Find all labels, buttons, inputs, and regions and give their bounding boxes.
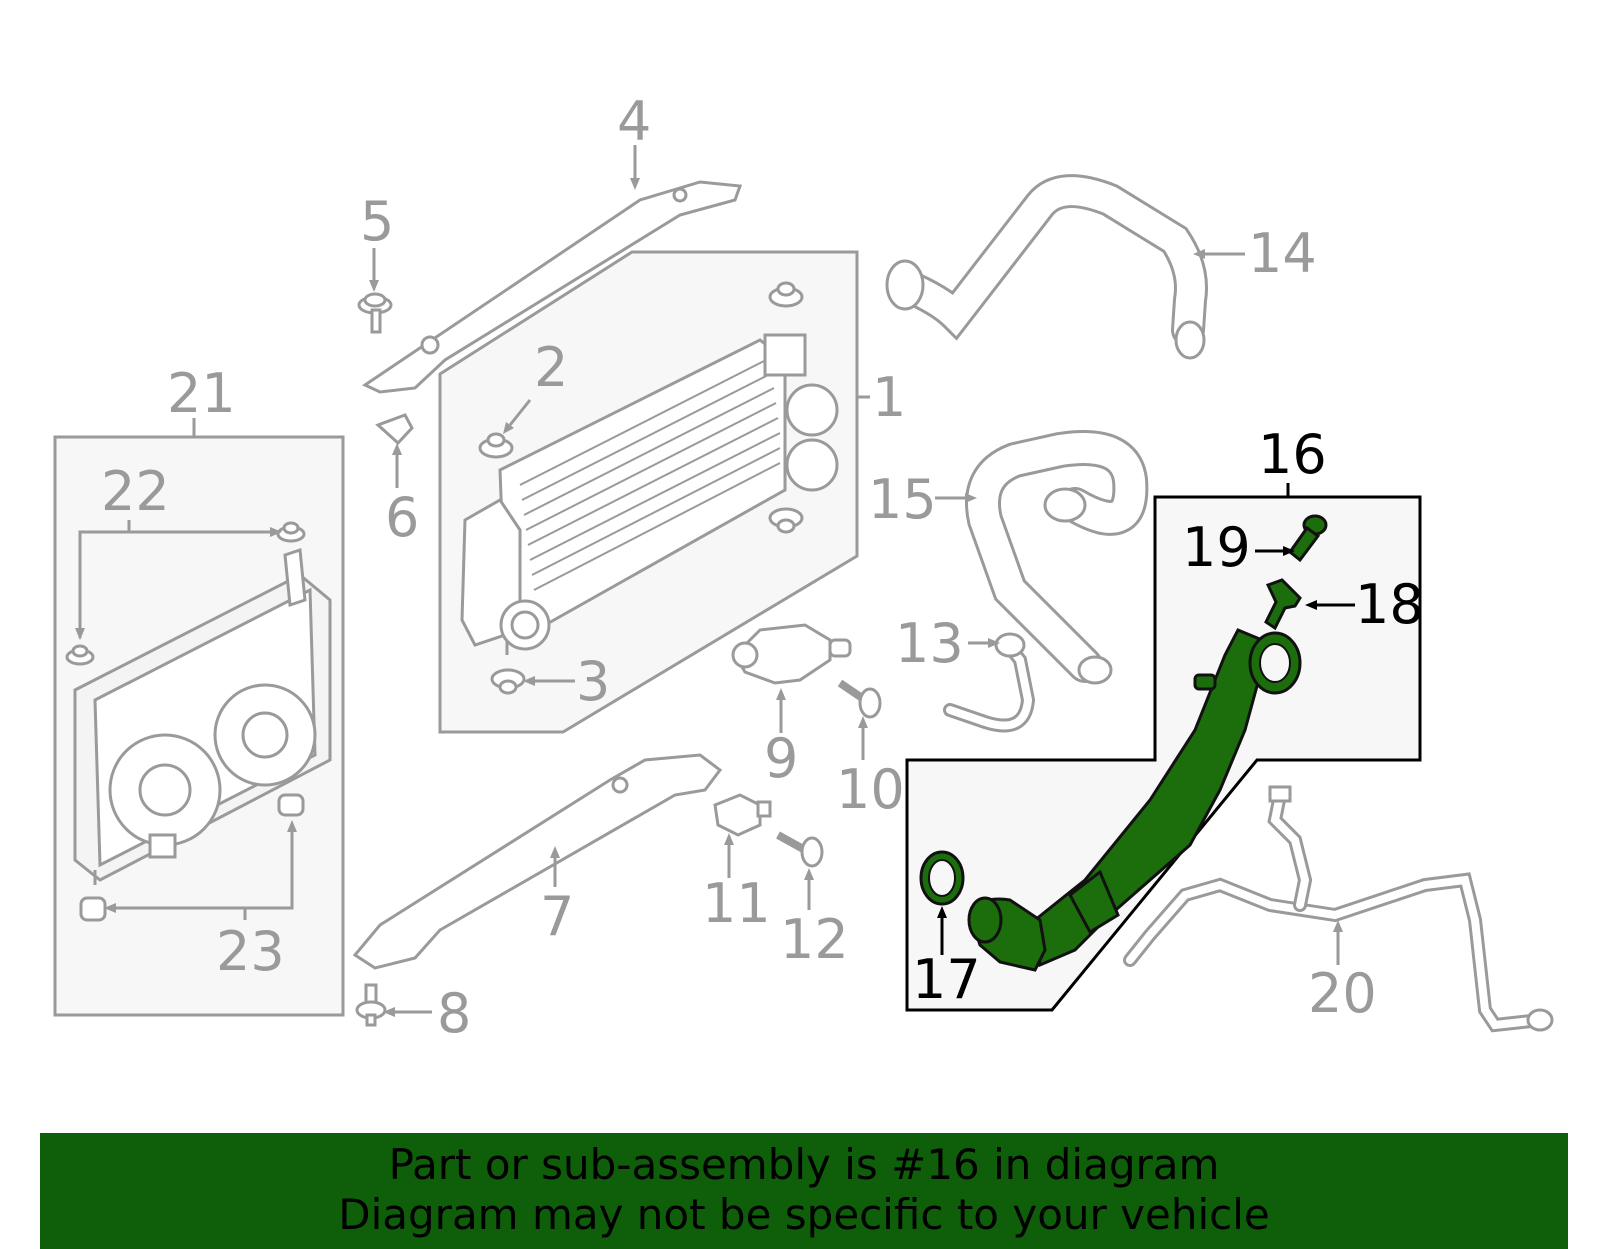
callout-6: 6 <box>385 486 419 549</box>
callout-15: 15 <box>868 468 937 531</box>
leader-4 <box>630 145 640 190</box>
leader-11 <box>724 833 734 878</box>
banner-line-1: Part or sub-assembly is #16 in diagram <box>388 1140 1220 1189</box>
callout-5: 5 <box>360 190 394 253</box>
bolt-8 <box>355 983 387 1027</box>
seal-17[interactable] <box>919 850 965 906</box>
banner-line-2: Diagram may not be specific to your vehi… <box>338 1190 1270 1239</box>
leader-8 <box>383 1007 432 1017</box>
callout-22: 22 <box>101 460 170 523</box>
radiator-fan-assembly <box>73 547 332 885</box>
bolt-19[interactable] <box>1287 514 1328 563</box>
grommet-23-left <box>79 896 107 922</box>
grommet-2 <box>478 432 514 459</box>
bolt-12 <box>776 831 824 868</box>
callout-9: 9 <box>764 727 798 790</box>
intercooler <box>460 333 839 655</box>
callout-13: 13 <box>895 612 964 675</box>
callout-16: 16 <box>1258 423 1327 486</box>
bolt-5 <box>357 292 393 334</box>
callout-18: 18 <box>1355 573 1424 636</box>
leader-12 <box>804 868 814 910</box>
valve-9 <box>731 623 852 685</box>
grommet-top-right <box>768 281 804 308</box>
callout-12: 12 <box>780 908 849 971</box>
leader-10 <box>858 716 868 760</box>
leader-5 <box>369 248 379 292</box>
tube-13 <box>943 632 1036 733</box>
leader-17 <box>937 906 947 955</box>
leader-18 <box>1305 600 1355 610</box>
callout-8: 8 <box>437 982 471 1045</box>
leader-23 <box>104 820 297 920</box>
bolt-10 <box>837 679 882 719</box>
upper-bracket-4 <box>361 180 743 394</box>
clip-11 <box>713 793 772 837</box>
callout-4: 4 <box>617 90 651 153</box>
callout-23: 23 <box>216 920 285 983</box>
leader-22 <box>75 520 282 640</box>
callout-20: 20 <box>1308 962 1377 1025</box>
lower-bracket-7 <box>352 753 723 970</box>
group-box-16 <box>905 483 1422 1012</box>
leader-6 <box>392 443 402 488</box>
leader-19 <box>1255 546 1295 556</box>
callout-11: 11 <box>702 872 771 935</box>
callout-1: 1 <box>872 366 906 429</box>
callout-17: 17 <box>912 948 981 1011</box>
grommet-22-top <box>276 521 306 543</box>
callout-2: 2 <box>534 336 568 399</box>
leader-3 <box>523 676 575 686</box>
info-banner: Part or sub-assembly is #16 in diagram D… <box>40 1133 1568 1249</box>
tube-assembly-16[interactable] <box>967 628 1302 972</box>
callout-14: 14 <box>1248 222 1317 285</box>
leader-15 <box>935 493 977 503</box>
leader-14 <box>1193 249 1245 259</box>
callout-19: 19 <box>1182 516 1251 579</box>
leader-13 <box>968 638 1000 648</box>
callout-3: 3 <box>576 650 610 713</box>
grommet-3 <box>490 668 526 695</box>
grommet-22-left <box>65 644 95 666</box>
leader-2 <box>503 399 532 434</box>
clip-18[interactable] <box>1264 578 1302 631</box>
leader-7 <box>550 846 560 887</box>
leader-9 <box>776 688 786 733</box>
callout-10: 10 <box>836 758 905 821</box>
clip-6 <box>375 413 414 446</box>
hose-14 <box>885 174 1208 360</box>
tube-20 <box>1123 785 1554 1033</box>
grommet-mid-right <box>768 507 804 534</box>
callout-21: 21 <box>167 362 236 425</box>
leader-20 <box>1333 920 1343 965</box>
callout-7: 7 <box>540 885 574 948</box>
hose-15 <box>965 430 1149 685</box>
grommet-23-right <box>277 793 305 817</box>
